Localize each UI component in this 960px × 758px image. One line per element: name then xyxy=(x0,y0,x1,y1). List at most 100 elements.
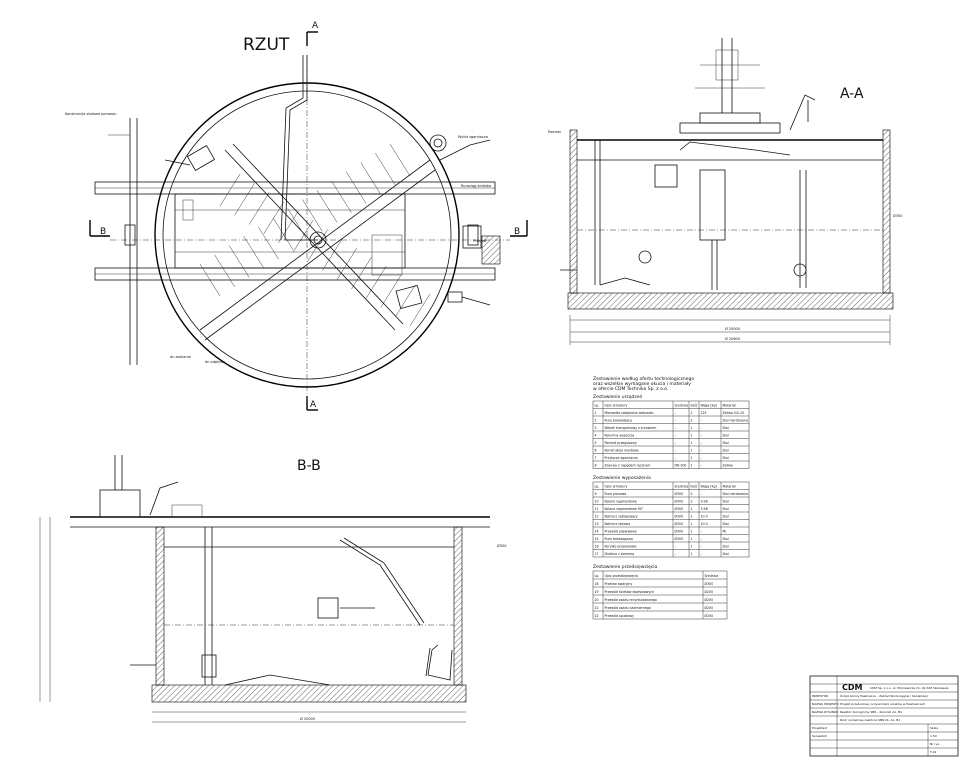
table-cell: 20 xyxy=(595,598,599,602)
table-cell: – xyxy=(701,464,703,468)
table-header-cell: Lp. xyxy=(595,485,600,489)
table-cell: 5 xyxy=(595,441,597,445)
diffuser-arms xyxy=(199,143,431,327)
table-cell: Przewód osadu recyrkulowanego xyxy=(605,598,657,602)
table-cell: Stal xyxy=(723,434,729,438)
table-header-cell: Waga [kg] xyxy=(701,404,717,408)
table-cell: Stal xyxy=(723,500,729,504)
table-cell: Kolano segmentowe 90° xyxy=(605,507,644,511)
diffuser-line xyxy=(249,192,270,225)
diffuser-line xyxy=(214,254,235,287)
table-cell: – xyxy=(701,449,703,453)
table-cell: – xyxy=(701,545,703,549)
svg-text:dn odpływu: dn odpływu xyxy=(205,360,225,364)
table-cell: Kolano segmentowe xyxy=(605,500,637,504)
table-header-cell: Ilość xyxy=(691,485,698,489)
table-cell: – xyxy=(701,552,703,556)
scale-value: 1:50 xyxy=(930,734,937,738)
table-cell: Ø300 xyxy=(675,506,684,511)
drawing-name: Rzut i przekroje reaktora SBR zb. A1, B1 xyxy=(840,718,900,722)
table-cell: 225 xyxy=(701,411,707,415)
table-cell: – xyxy=(675,411,677,415)
table-header-cell: Lp. xyxy=(595,404,600,408)
table-cell: 1 xyxy=(691,464,693,468)
table-cell: 2 xyxy=(691,500,693,504)
table-cell: Stal xyxy=(723,507,729,511)
table-cell: Konstrukcja mostowa xyxy=(605,449,639,453)
table-cell: Przewód spustowy xyxy=(605,614,635,618)
table-cell: 17 xyxy=(595,552,599,556)
diffuser-line xyxy=(365,266,387,299)
table-cell: – xyxy=(701,419,703,423)
table-cell: Stal xyxy=(723,522,729,526)
diffuser-line xyxy=(351,256,372,290)
table-cell: Ø200 xyxy=(705,605,714,610)
table-frame xyxy=(592,400,750,469)
table-cell: 1 xyxy=(691,522,693,526)
svg-text:Wylot zgarniacza: Wylot zgarniacza xyxy=(458,135,488,139)
designer-label: Projektant xyxy=(812,726,828,730)
table-cell: Drabina z barierką xyxy=(605,552,635,556)
table-cell: Rura pionowa xyxy=(605,492,627,496)
table-cell: – xyxy=(675,419,677,423)
table-cell: 3.98 xyxy=(701,507,708,511)
table-cell: Kolumna wsporcza xyxy=(605,434,635,438)
diffuser-line xyxy=(292,220,314,253)
cut-label-a-bottom: A xyxy=(310,400,317,410)
diffuser-line xyxy=(258,226,279,260)
table-cell: 1 xyxy=(691,426,693,430)
table-cell: – xyxy=(701,530,703,534)
svg-text:Przelew: Przelew xyxy=(473,239,487,243)
table-cell: Stal xyxy=(723,537,729,541)
table-cell: – xyxy=(701,434,703,438)
table-cell: Przyłącze zgarniacza xyxy=(605,456,638,460)
table-cell: Stal xyxy=(723,426,729,430)
table-cell: Korytko przelewowe xyxy=(605,545,637,549)
project-label: NAZWA PROJEKTU xyxy=(812,702,839,706)
table-cell: Stal xyxy=(723,441,729,445)
table-cell: 21 xyxy=(595,606,599,610)
table-cell: Stal nierdzewna xyxy=(723,419,749,423)
cut-marker-a-top: A xyxy=(306,21,319,46)
table-cell: Kołnierz stalowy xyxy=(605,522,631,526)
table-cell: 1 xyxy=(691,441,693,445)
table-cell: 18 xyxy=(595,582,599,586)
table-cell: Ø300 xyxy=(675,521,684,526)
svg-text:Konstrukcja stalowa pomostu: Konstrukcja stalowa pomostu xyxy=(65,112,116,116)
diffuser-line xyxy=(409,293,431,327)
table-cell: – xyxy=(701,492,703,496)
company-logo: CDM xyxy=(842,683,863,692)
table-cell: DN 200 xyxy=(675,464,687,468)
cut-marker-a-bottom: A xyxy=(306,396,318,411)
table-cell: 1 xyxy=(691,434,693,438)
table-cell: 10.0 xyxy=(701,515,708,519)
diffuser-line xyxy=(345,171,367,204)
table-cell: Przewód ścieków dopływowych xyxy=(605,590,655,594)
svg-text:Rurociąg ścieków: Rurociąg ścieków xyxy=(461,184,491,188)
section-aa: A-A xyxy=(548,38,902,345)
table1-title: Zestawienie urządzeń xyxy=(593,393,643,400)
table-cell: Pomost przegubowy xyxy=(605,441,637,445)
table-cell: 22 xyxy=(595,614,599,618)
pump-top-right xyxy=(429,134,447,152)
section-bb-title: B-B xyxy=(297,458,321,474)
table-cell: 2 xyxy=(691,419,693,423)
diffuser-line xyxy=(229,245,250,278)
table-cell: 10 xyxy=(595,500,599,504)
inflow-chamber xyxy=(481,235,501,265)
table-cell: Ø200 xyxy=(705,613,714,618)
table-cell: Przewód osadu nadmiernego xyxy=(605,606,651,610)
table-cell: Przewód odpływowy xyxy=(605,530,637,534)
table-cell: 2 xyxy=(691,492,693,496)
table-cell: Stal xyxy=(723,515,729,519)
diffuser-line xyxy=(272,217,294,250)
diffuser-line xyxy=(316,190,338,223)
table-cell: Żeliwo GG-25 xyxy=(723,410,745,415)
table-header-cell: Średnica xyxy=(675,403,689,408)
aa-tank-bottom xyxy=(567,292,894,310)
svg-text:Ø 20000: Ø 20000 xyxy=(300,716,315,721)
drawing-label: NAZWA RYSUNKU xyxy=(812,710,838,714)
table-header-cell: Waga [kg] xyxy=(701,485,717,489)
